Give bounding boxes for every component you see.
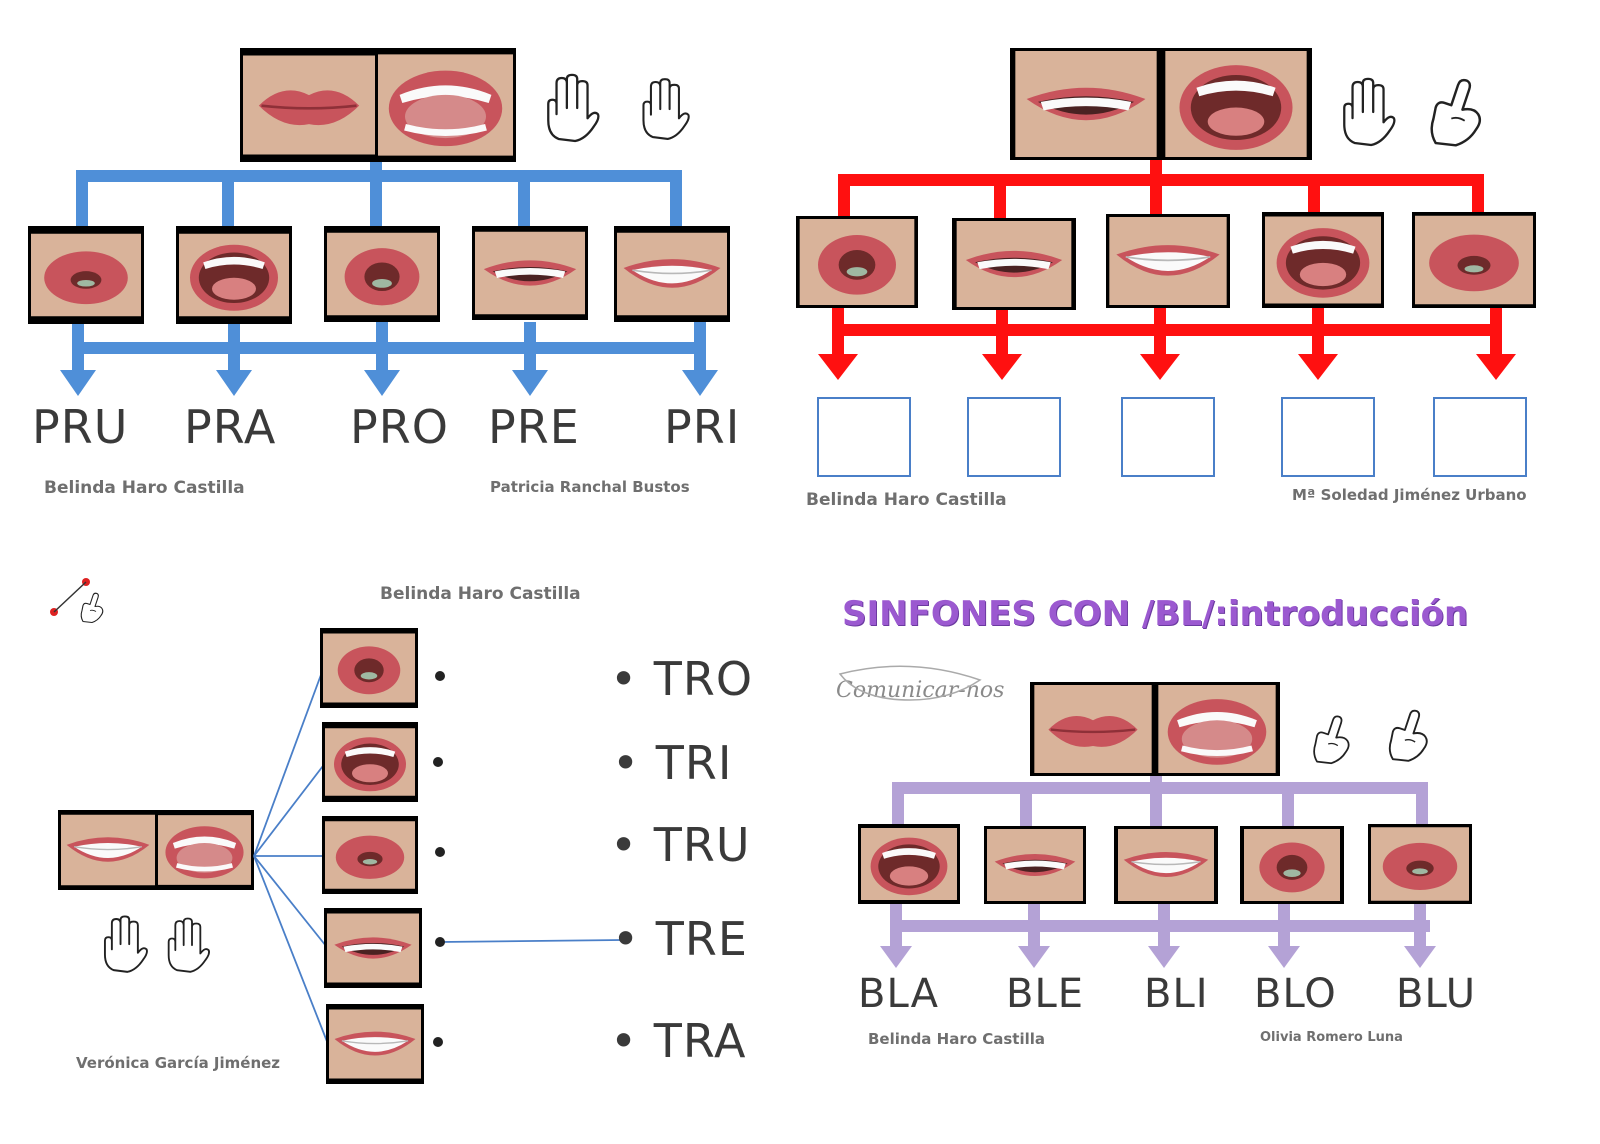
- syllable-label: TRI: [655, 736, 733, 790]
- answer-box[interactable]: [1281, 397, 1375, 477]
- syllable-blu: BLU: [1396, 971, 1477, 1017]
- answer-box[interactable]: [967, 397, 1061, 477]
- syllable-pru: PRU: [32, 400, 129, 454]
- syllable-pra: PRA: [184, 400, 277, 454]
- syllable-tri: • TRI: [612, 736, 733, 790]
- credit-author: Verónica García Jiménez: [76, 1054, 281, 1072]
- credit-author: Belinda Haro Castilla: [44, 478, 245, 498]
- hand-sign-icon: [167, 917, 211, 973]
- bl-diagram: [838, 665, 1472, 968]
- panel-title: SINFONES CON /BL/:introducción: [842, 594, 1469, 634]
- hand-sign-icon: [1343, 77, 1396, 147]
- credit-author: Belinda Haro Castilla: [806, 490, 1007, 510]
- panel-bl: SINFONES CON /BL/:introducción Comunicar…: [800, 560, 1600, 1144]
- br-diagram: [796, 48, 1536, 477]
- syllable-bla: BLA: [858, 971, 940, 1017]
- answer-box[interactable]: [1121, 397, 1215, 477]
- syllable-label: TRA: [653, 1014, 747, 1068]
- credit-author: Patricia Ranchal Bustos: [490, 478, 690, 496]
- syllable-label: TRO: [653, 652, 754, 706]
- syllable-tru: • TRU: [610, 818, 751, 872]
- credit-author: Mª Soledad Jiménez Urbano: [1292, 486, 1527, 504]
- panel-pr: PRU PRA PRO PRE PRI Belinda Haro Castill…: [0, 0, 780, 520]
- hand-sign-icon: [547, 73, 600, 143]
- panel-br: Belinda Haro Castilla Mª Soledad Jiménez…: [780, 0, 1600, 520]
- hand-sign-icon: [103, 915, 149, 974]
- syllable-pre: PRE: [488, 400, 580, 454]
- syllable-tre: • TRE: [612, 912, 748, 966]
- syllable-label: TRU: [653, 818, 751, 872]
- syllable-label: TRE: [655, 912, 748, 966]
- syllable-pro: PRO: [350, 400, 449, 454]
- syllable-tra: • TRA: [610, 1014, 747, 1068]
- answer-box[interactable]: [1433, 397, 1527, 477]
- hand-sign-icon: [1313, 715, 1350, 765]
- credit-author: Olivia Romero Luna: [1260, 1030, 1403, 1045]
- hand-sign-icon: [1430, 78, 1482, 147]
- syllable-blo: BLO: [1254, 971, 1337, 1017]
- hand-sign-icon: [642, 77, 690, 141]
- panel-tr: Belinda Haro Castilla • TRO • TRI • TRU …: [0, 560, 790, 1144]
- answer-box[interactable]: [817, 397, 911, 477]
- hand-sign-icon: [1388, 709, 1428, 762]
- syllable-bli: BLI: [1144, 971, 1209, 1017]
- credit-author: Belinda Haro Castilla: [868, 1030, 1046, 1048]
- syllable-pri: PRI: [664, 400, 741, 454]
- tr-diagram: [50, 578, 623, 1084]
- syllable-ble: BLE: [1006, 971, 1084, 1017]
- pointer-hand-icon: [50, 578, 104, 624]
- pr-diagram: [28, 48, 730, 396]
- syllable-tro: • TRO: [610, 652, 754, 706]
- credit-author: Belinda Haro Castilla: [380, 584, 581, 604]
